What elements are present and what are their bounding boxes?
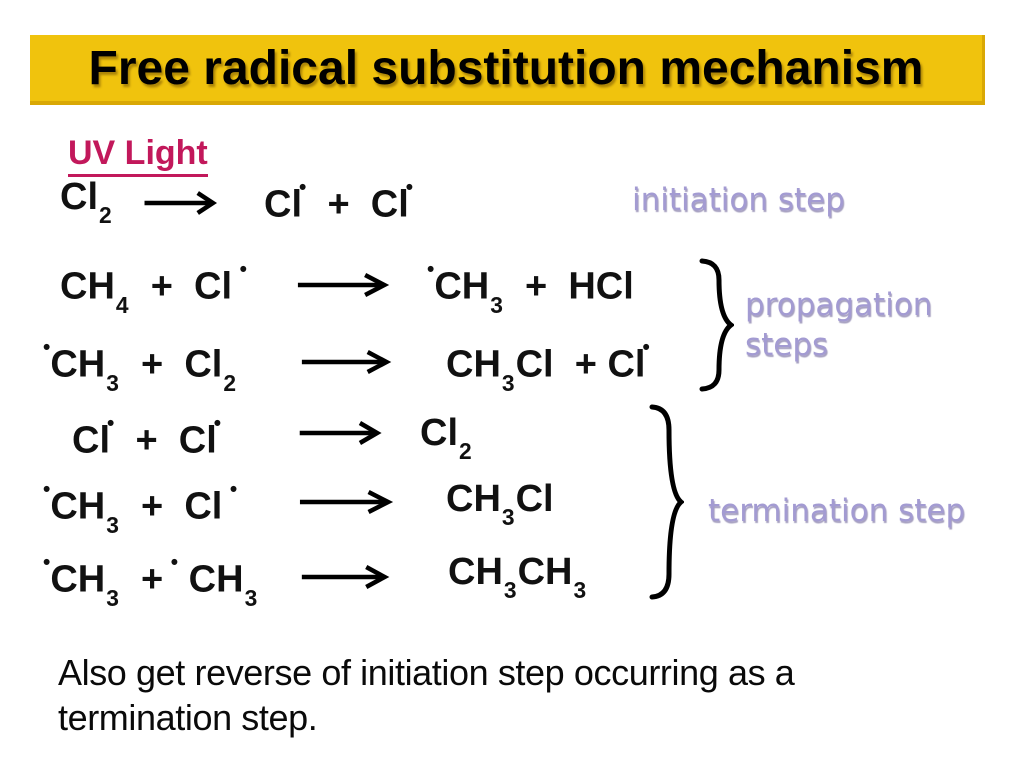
reaction-arrow bbox=[300, 349, 394, 375]
uv-light-label: UV Light bbox=[68, 134, 208, 177]
propagation-steps-label: propagation steps bbox=[745, 285, 932, 365]
propagation1-reactants: CH4 + Cl • bbox=[60, 257, 247, 318]
initiation-products: Cl• + Cl• bbox=[264, 175, 414, 226]
propagation1-products: •CH3 + HCl bbox=[427, 257, 634, 318]
propagation-brace bbox=[699, 258, 734, 392]
termination-brace bbox=[649, 404, 684, 600]
reaction-arrow bbox=[296, 272, 392, 298]
page-title: Free radical substitution mechanism bbox=[88, 41, 924, 95]
reaction-arrow bbox=[298, 489, 396, 515]
propagation-label-line2: steps bbox=[745, 327, 829, 363]
title-banner: Free radical substitution mechanism bbox=[30, 35, 985, 105]
footer-note: Also get reverse of initiation step occu… bbox=[58, 652, 795, 738]
termination1-reactants: Cl• + Cl• bbox=[72, 411, 222, 462]
termination1-products: Cl2 bbox=[420, 412, 472, 465]
initiation-reactants: Cl2 bbox=[60, 176, 112, 229]
initiation-step-label: initiation step bbox=[632, 182, 845, 218]
propagation2-reactants: •CH3 + Cl2 bbox=[43, 335, 237, 396]
termination3-products: CH3CH3 bbox=[448, 551, 587, 604]
termination3-reactants: •CH3 + • CH3 bbox=[43, 550, 258, 611]
reaction-arrow bbox=[298, 420, 384, 446]
propagation2-products: CH3Cl + Cl• bbox=[446, 335, 650, 396]
termination2-products: CH3Cl bbox=[446, 478, 554, 531]
termination-step-label: termination step bbox=[708, 493, 966, 529]
reaction-arrow bbox=[300, 564, 392, 590]
termination2-reactants: •CH3 + Cl • bbox=[43, 477, 238, 538]
propagation-label-line1: propagation bbox=[745, 287, 933, 323]
reaction-arrow bbox=[143, 190, 219, 216]
